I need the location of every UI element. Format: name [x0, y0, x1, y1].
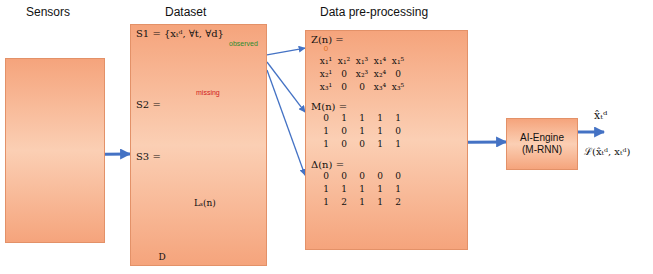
output-arrow	[578, 131, 604, 134]
matrix-cell: 1	[359, 114, 365, 124]
matrix-cell: x₃⁵	[392, 83, 404, 93]
matrix-cell: x₁³	[356, 57, 368, 67]
matrix-cell: 0	[341, 83, 347, 93]
matrix-cell: x₃⁴	[374, 83, 386, 93]
matrix-cell: 1	[377, 127, 383, 137]
matrix-cell: x₁¹	[320, 57, 332, 67]
matrix-cell: 1	[359, 127, 365, 137]
matrix-cell: 1	[359, 198, 365, 208]
matrix-cell: 1	[377, 140, 383, 150]
matrix-cell: 1	[377, 198, 383, 208]
set-definition: S1 = {xₜᵈ, ∀t, ∀d}	[136, 28, 224, 40]
dimension-label: Lₛ(n)	[194, 199, 216, 209]
matrix-cell: 1	[323, 185, 329, 195]
matrix-cell: x₁⁴	[374, 57, 386, 67]
matrix-cell: 0	[377, 172, 383, 182]
dataset-panel: DatasetS1 = {xₜᵈ, ∀t, ∀d}S2 =S3 =	[130, 24, 267, 266]
flow-arrow	[468, 140, 506, 143]
matrix-cell: 2	[341, 198, 347, 208]
matrix-name: Z(n) =	[311, 34, 344, 46]
flow-arrow	[267, 70, 305, 175]
matrix-cell: x₁⁵	[392, 57, 404, 67]
matrix-cell: 0	[341, 172, 347, 182]
flow-arrow	[267, 48, 305, 55]
matrix-cell: 1	[377, 185, 383, 195]
matrix-cell: 0	[341, 140, 347, 150]
matrix-cell: 0	[359, 140, 365, 150]
output-symbol: x̂ₜᵈ	[594, 110, 607, 122]
dimension-label: D	[158, 253, 165, 263]
column-heading: Sensors	[26, 6, 70, 20]
engine-box: AI-Engine (M-RNN)	[506, 118, 578, 170]
matrix-cell: 1	[323, 140, 329, 150]
matrix-cell: x₁²	[338, 57, 350, 67]
matrix-cell: 0	[359, 172, 365, 182]
flow-arrow	[105, 152, 130, 155]
matrix-cell: 0	[359, 83, 365, 93]
matrix-cell: 1	[377, 114, 383, 124]
matrix-cell: x₂¹	[320, 70, 332, 80]
sensor-panel: Sensors	[5, 58, 105, 243]
set-name: S2 =	[136, 99, 161, 111]
column-heading: Dataset	[165, 6, 206, 20]
matrix-cell: 0	[341, 127, 347, 137]
matrix-cell: 1	[395, 114, 401, 124]
matrix-cell: 1	[323, 198, 329, 208]
matrix-cell: x₂⁴	[374, 70, 386, 80]
matrix-cell: 1	[323, 127, 329, 137]
matrix-cell: 1	[359, 185, 365, 195]
matrix-cell: x₃¹	[320, 83, 332, 93]
matrix-cell: 0	[323, 172, 329, 182]
matrix-cell: 1	[395, 185, 401, 195]
matrix-name: M(n) =	[311, 101, 347, 113]
engine-title: AI-Engine (M-RNN)	[512, 132, 572, 156]
loss-function: ℒ(x̂ₜᵈ, xₜᵈ)	[584, 146, 630, 157]
status-note: missing	[196, 89, 220, 97]
matrix-name: Δ(n) =	[311, 159, 344, 171]
set-name: S3 =	[136, 151, 161, 163]
matrix-cell: 1	[395, 140, 401, 150]
matrix-cell: 0	[395, 172, 401, 182]
matrix-cell: 1	[341, 185, 347, 195]
matrix-cell: 1	[341, 114, 347, 124]
marker-value: 0	[324, 45, 328, 54]
matrix-cell: 2	[395, 198, 401, 208]
matrix-cell: 0	[341, 70, 347, 80]
status-note: observed	[229, 40, 258, 48]
matrix-cell: 0	[323, 114, 329, 124]
column-heading: Data pre-processing	[320, 6, 428, 20]
matrix-cell: 0	[395, 70, 401, 80]
matrix-cell: 0	[395, 127, 401, 137]
matrix-cell: x₂³	[356, 70, 368, 80]
